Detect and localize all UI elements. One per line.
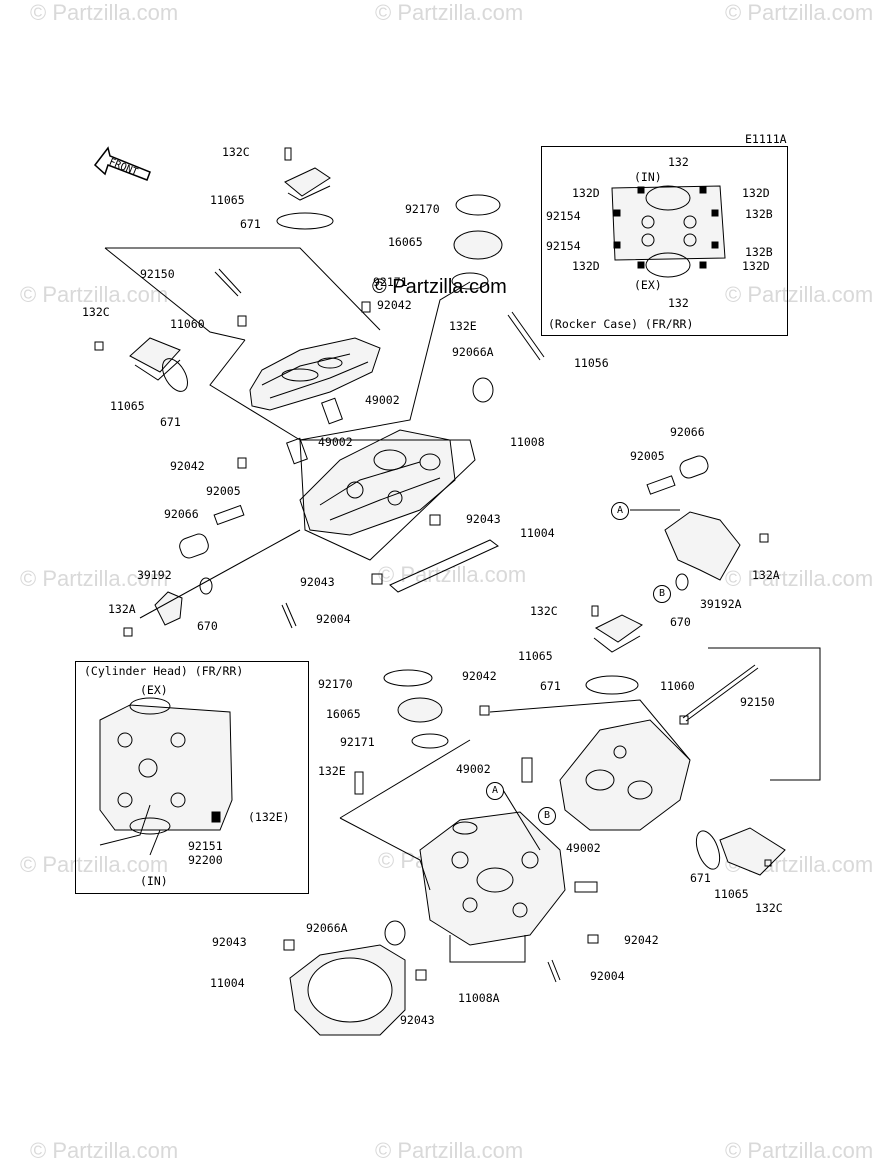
part-label: 92171 xyxy=(340,735,375,749)
rocker-case-box xyxy=(541,146,788,336)
marker-a: A xyxy=(611,502,629,520)
part-label: 132E xyxy=(449,319,477,333)
marker-a: A xyxy=(486,782,504,800)
watermark: © Partzilla.com xyxy=(725,566,874,591)
cylinder-part-label: (132E) xyxy=(248,810,290,824)
part-label: 92150 xyxy=(140,267,175,281)
part-label: 92042 xyxy=(624,933,659,947)
watermark: © Partzilla.com xyxy=(725,282,874,307)
part-label: 16065 xyxy=(326,707,361,721)
part-label: 132A xyxy=(752,568,780,582)
part-label: 49002 xyxy=(365,393,400,407)
cylinder-box-title: (Cylinder Head) (FR/RR) xyxy=(84,664,244,678)
brand-mark: © Partzilla.com xyxy=(372,276,507,298)
watermark: © Partzilla.com xyxy=(20,282,169,307)
watermark: © Partzilla.com xyxy=(30,1138,179,1163)
front-arrow-icon xyxy=(93,146,151,181)
part-label: 92042 xyxy=(170,459,205,473)
watermark: © Partzilla.com xyxy=(378,562,527,587)
rocker-part-label: 132B xyxy=(745,245,773,259)
part-label: 92005 xyxy=(206,484,241,498)
part-label: 92066A xyxy=(452,345,494,359)
part-label: 49002 xyxy=(456,762,491,776)
cylinder-ex-label: (EX) xyxy=(140,683,168,697)
rocker-part-label: 92154 xyxy=(546,209,581,223)
part-label: 132C xyxy=(755,901,783,915)
part-label: 49002 xyxy=(318,435,353,449)
part-label: 92004 xyxy=(316,612,351,626)
marker-b: B xyxy=(538,807,556,825)
watermark: © Partzilla.com xyxy=(20,566,169,591)
part-label: 11008A xyxy=(458,991,500,1005)
part-label: 92066A xyxy=(306,921,348,935)
rocker-box-title: (Rocker Case) (FR/RR) xyxy=(548,317,694,331)
part-label: 92170 xyxy=(405,202,440,216)
watermark: © Partzilla.com xyxy=(725,1138,874,1163)
part-label: 132C xyxy=(222,145,250,159)
part-label: 92171 xyxy=(373,275,408,289)
rocker-part-label: 132D xyxy=(572,259,600,273)
part-label: 11008 xyxy=(510,435,545,449)
rocker-part-label: 92154 xyxy=(546,239,581,253)
part-label: 11004 xyxy=(520,526,555,540)
part-label: 49002 xyxy=(566,841,601,855)
watermark: © Partzilla.com xyxy=(375,0,524,25)
marker-b: B xyxy=(653,585,671,603)
part-label: 11065 xyxy=(714,887,749,901)
part-label: 671 xyxy=(540,679,561,693)
watermark: © Partzilla.com xyxy=(725,0,874,25)
part-label: 11065 xyxy=(518,649,553,663)
part-label: 16065 xyxy=(388,235,423,249)
part-label: 11056 xyxy=(574,356,609,370)
cylinder-part-label: 92200 xyxy=(188,853,223,867)
part-label: 132C xyxy=(530,604,558,618)
part-label: 132C xyxy=(82,305,110,319)
cylinder-head-box xyxy=(75,661,309,894)
part-label: 671 xyxy=(160,415,181,429)
watermark: © Partzilla.com xyxy=(375,1138,524,1163)
part-label: 132E xyxy=(318,764,346,778)
part-label: 92005 xyxy=(630,449,665,463)
part-label: 92042 xyxy=(462,669,497,683)
rocker-part-label: 132D xyxy=(572,186,600,200)
rocker-part-label: 132D xyxy=(742,186,770,200)
rocker-part-label: 132B xyxy=(745,207,773,221)
part-label: 92066 xyxy=(670,425,705,439)
rocker-part-bottom: 132 xyxy=(668,296,689,310)
rocker-in-label: (IN) xyxy=(634,170,662,184)
rocker-ex-label: (EX) xyxy=(634,278,662,292)
part-label: 92170 xyxy=(318,677,353,691)
part-label: 92043 xyxy=(400,1013,435,1027)
part-label: 11065 xyxy=(110,399,145,413)
rocker-part-top: 132 xyxy=(668,155,689,169)
part-label: 39192A xyxy=(700,597,742,611)
part-label: 39192 xyxy=(137,568,172,582)
part-label: 11060 xyxy=(170,317,205,331)
rocker-part-label: 132D xyxy=(742,259,770,273)
cylinder-in-label: (IN) xyxy=(140,874,168,888)
part-label: 11060 xyxy=(660,679,695,693)
part-label: 132A xyxy=(108,602,136,616)
part-label: 92043 xyxy=(466,512,501,526)
watermark: © Partzilla.com xyxy=(30,0,179,25)
part-label: 92043 xyxy=(300,575,335,589)
part-label: 671 xyxy=(240,217,261,231)
cylinder-part-label: 92151 xyxy=(188,839,223,853)
part-label: 92004 xyxy=(590,969,625,983)
part-label: 11065 xyxy=(210,193,245,207)
part-label: 92043 xyxy=(212,935,247,949)
part-label: 92042 xyxy=(377,298,412,312)
part-label: 671 xyxy=(690,871,711,885)
diagram-code: E1111A xyxy=(745,132,787,146)
part-label: 670 xyxy=(197,619,218,633)
part-label: 11004 xyxy=(210,976,245,990)
watermark: © Partzilla.com xyxy=(20,852,169,877)
part-label: 670 xyxy=(670,615,691,629)
part-label: 92150 xyxy=(740,695,775,709)
part-label: 92066 xyxy=(164,507,199,521)
